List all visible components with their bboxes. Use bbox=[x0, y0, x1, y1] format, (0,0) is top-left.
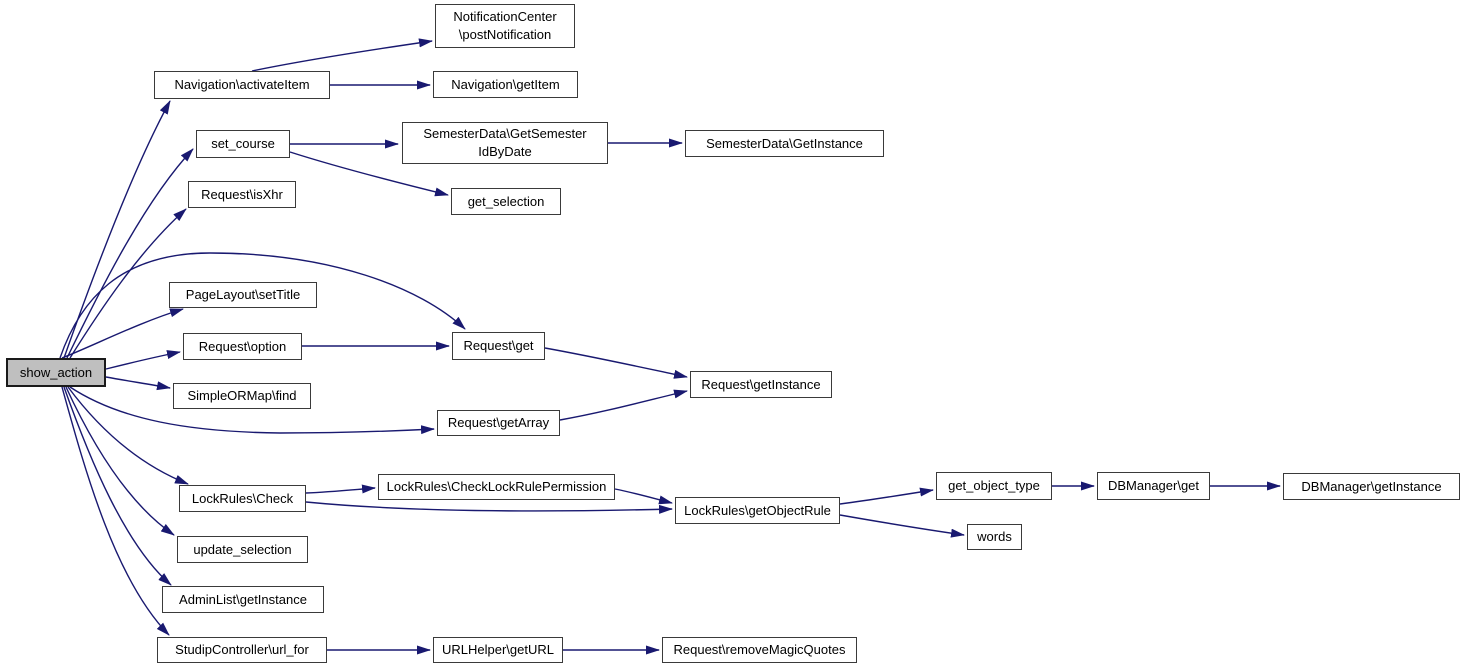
node-label: LockRules\Check bbox=[191, 490, 294, 506]
node-label: Navigation\getItem bbox=[451, 76, 560, 92]
node-pagelayout-settitle[interactable]: PageLayout\setTitle bbox=[169, 282, 317, 308]
node-simpleormap-find[interactable]: SimpleORMap\find bbox=[173, 383, 311, 409]
node-label: DBManager\get bbox=[1107, 478, 1200, 494]
node-label: show_action bbox=[19, 364, 93, 380]
node-label: update_selection bbox=[193, 541, 292, 557]
node-label-line2: IdByDate bbox=[478, 144, 532, 159]
node-label: get_selection bbox=[467, 193, 545, 209]
node-label: Request\removeMagicQuotes bbox=[673, 642, 846, 658]
node-notificationcenter-postnotification[interactable]: NotificationCenter \postNotification bbox=[435, 4, 575, 48]
node-label-line1: SemesterData\GetSemester bbox=[423, 126, 587, 142]
node-dbmanager-get[interactable]: DBManager\get bbox=[1097, 472, 1210, 500]
node-label: SimpleORMap\find bbox=[187, 388, 297, 404]
node-label: Request\get bbox=[463, 338, 534, 354]
edge-show_action-to-simpleormap_find bbox=[105, 376, 171, 391]
node-label: Request\getArray bbox=[447, 415, 550, 431]
node-request-isxhr[interactable]: Request\isXhr bbox=[188, 181, 296, 208]
node-label: URLHelper\getURL bbox=[442, 642, 554, 658]
node-words[interactable]: words bbox=[967, 524, 1022, 550]
edge-lockrules_getobjectrule-to-get_object_type bbox=[839, 487, 934, 505]
edge-request_getarray-to-request_getinstance bbox=[559, 389, 688, 421]
node-request-getinstance[interactable]: Request\getInstance bbox=[690, 371, 832, 398]
node-set-course[interactable]: set_course bbox=[196, 130, 290, 158]
edge-show_action-to-pagelayout_settitle bbox=[61, 308, 184, 359]
node-label: LockRules\getObjectRule bbox=[684, 502, 831, 518]
node-adminlist-getinstance[interactable]: AdminList\getInstance bbox=[162, 586, 324, 613]
node-navigation-getitem[interactable]: Navigation\getItem bbox=[433, 71, 578, 98]
edge-show_action-to-update_selection bbox=[65, 386, 175, 536]
node-get-selection[interactable]: get_selection bbox=[451, 188, 561, 215]
edge-lockrules_checklockrulepermission-to-lockrules_getobjectrule bbox=[614, 488, 673, 505]
edge-show_action-to-adminlist_getinstance bbox=[63, 386, 172, 586]
edge-lockrules_check-to-lockrules_getobjectrule bbox=[305, 501, 673, 514]
node-lockrules-getobjectrule[interactable]: LockRules\getObjectRule bbox=[675, 497, 840, 524]
node-label: Request\getInstance bbox=[701, 376, 821, 392]
node-show-action: show_action bbox=[6, 358, 106, 387]
node-label: Request\isXhr bbox=[201, 186, 283, 202]
edge-show_action-to-set_course bbox=[66, 148, 194, 359]
edge-show_action-to-studipcontroller_url_for bbox=[61, 386, 170, 636]
node-label: get_object_type bbox=[948, 478, 1040, 494]
node-label: Request\option bbox=[198, 338, 287, 354]
node-semesterdata-getinstance[interactable]: SemesterData\GetInstance bbox=[685, 130, 884, 157]
node-label: SemesterData\GetInstance bbox=[706, 135, 863, 151]
edge-show_action-to-navigation_activateitem bbox=[63, 100, 171, 359]
node-update-selection[interactable]: update_selection bbox=[177, 536, 308, 563]
node-request-getarray[interactable]: Request\getArray bbox=[437, 410, 560, 436]
edge-request_get-to-request_getinstance bbox=[544, 347, 688, 379]
edge-show_action-to-request_get bbox=[59, 252, 466, 359]
node-dbmanager-getinstance[interactable]: DBManager\getInstance bbox=[1283, 473, 1460, 500]
node-lockrules-checklockrulepermission[interactable]: LockRules\CheckLockRulePermission bbox=[378, 474, 615, 500]
node-label: AdminList\getInstance bbox=[179, 591, 307, 607]
node-label: PageLayout\setTitle bbox=[185, 287, 301, 303]
edge-show_action-to-lockrules_check bbox=[67, 386, 189, 485]
edge-show_action-to-request_isxhr bbox=[69, 208, 187, 359]
node-label: Navigation\activateItem bbox=[174, 77, 310, 93]
edge-lockrules_getobjectrule-to-words bbox=[839, 514, 965, 538]
node-label: words bbox=[977, 529, 1012, 545]
node-label: LockRules\CheckLockRulePermission bbox=[386, 479, 607, 495]
edge-set_course-to-get_selection bbox=[289, 151, 449, 197]
node-label-line1: NotificationCenter bbox=[453, 9, 557, 25]
node-label: set_course bbox=[211, 136, 275, 152]
node-label: StudipController\url_for bbox=[175, 642, 309, 658]
node-request-option[interactable]: Request\option bbox=[183, 333, 302, 360]
node-navigation-activateitem[interactable]: Navigation\activateItem bbox=[154, 71, 330, 99]
node-lockrules-check[interactable]: LockRules\Check bbox=[179, 485, 306, 512]
edge-navigation_activateitem-to-notificationcenter_postnotification bbox=[251, 38, 433, 72]
node-semesterdata-getsemesteridbydate[interactable]: SemesterData\GetSemester IdByDate bbox=[402, 122, 608, 164]
node-studipcontroller-url-for[interactable]: StudipController\url_for bbox=[157, 637, 327, 663]
node-urlhelper-geturl[interactable]: URLHelper\getURL bbox=[433, 637, 563, 663]
node-get-object-type[interactable]: get_object_type bbox=[936, 472, 1052, 500]
node-request-removemagicquotes[interactable]: Request\removeMagicQuotes bbox=[662, 637, 857, 663]
edge-show_action-to-request_option bbox=[105, 350, 181, 370]
node-request-get[interactable]: Request\get bbox=[452, 332, 545, 360]
node-label-line2: \postNotification bbox=[458, 27, 552, 42]
edge-show_action-to-request_getarray bbox=[69, 386, 435, 435]
edge-lockrules_check-to-lockrules_checklockrulepermission bbox=[305, 484, 376, 494]
node-label: DBManager\getInstance bbox=[1301, 478, 1442, 494]
